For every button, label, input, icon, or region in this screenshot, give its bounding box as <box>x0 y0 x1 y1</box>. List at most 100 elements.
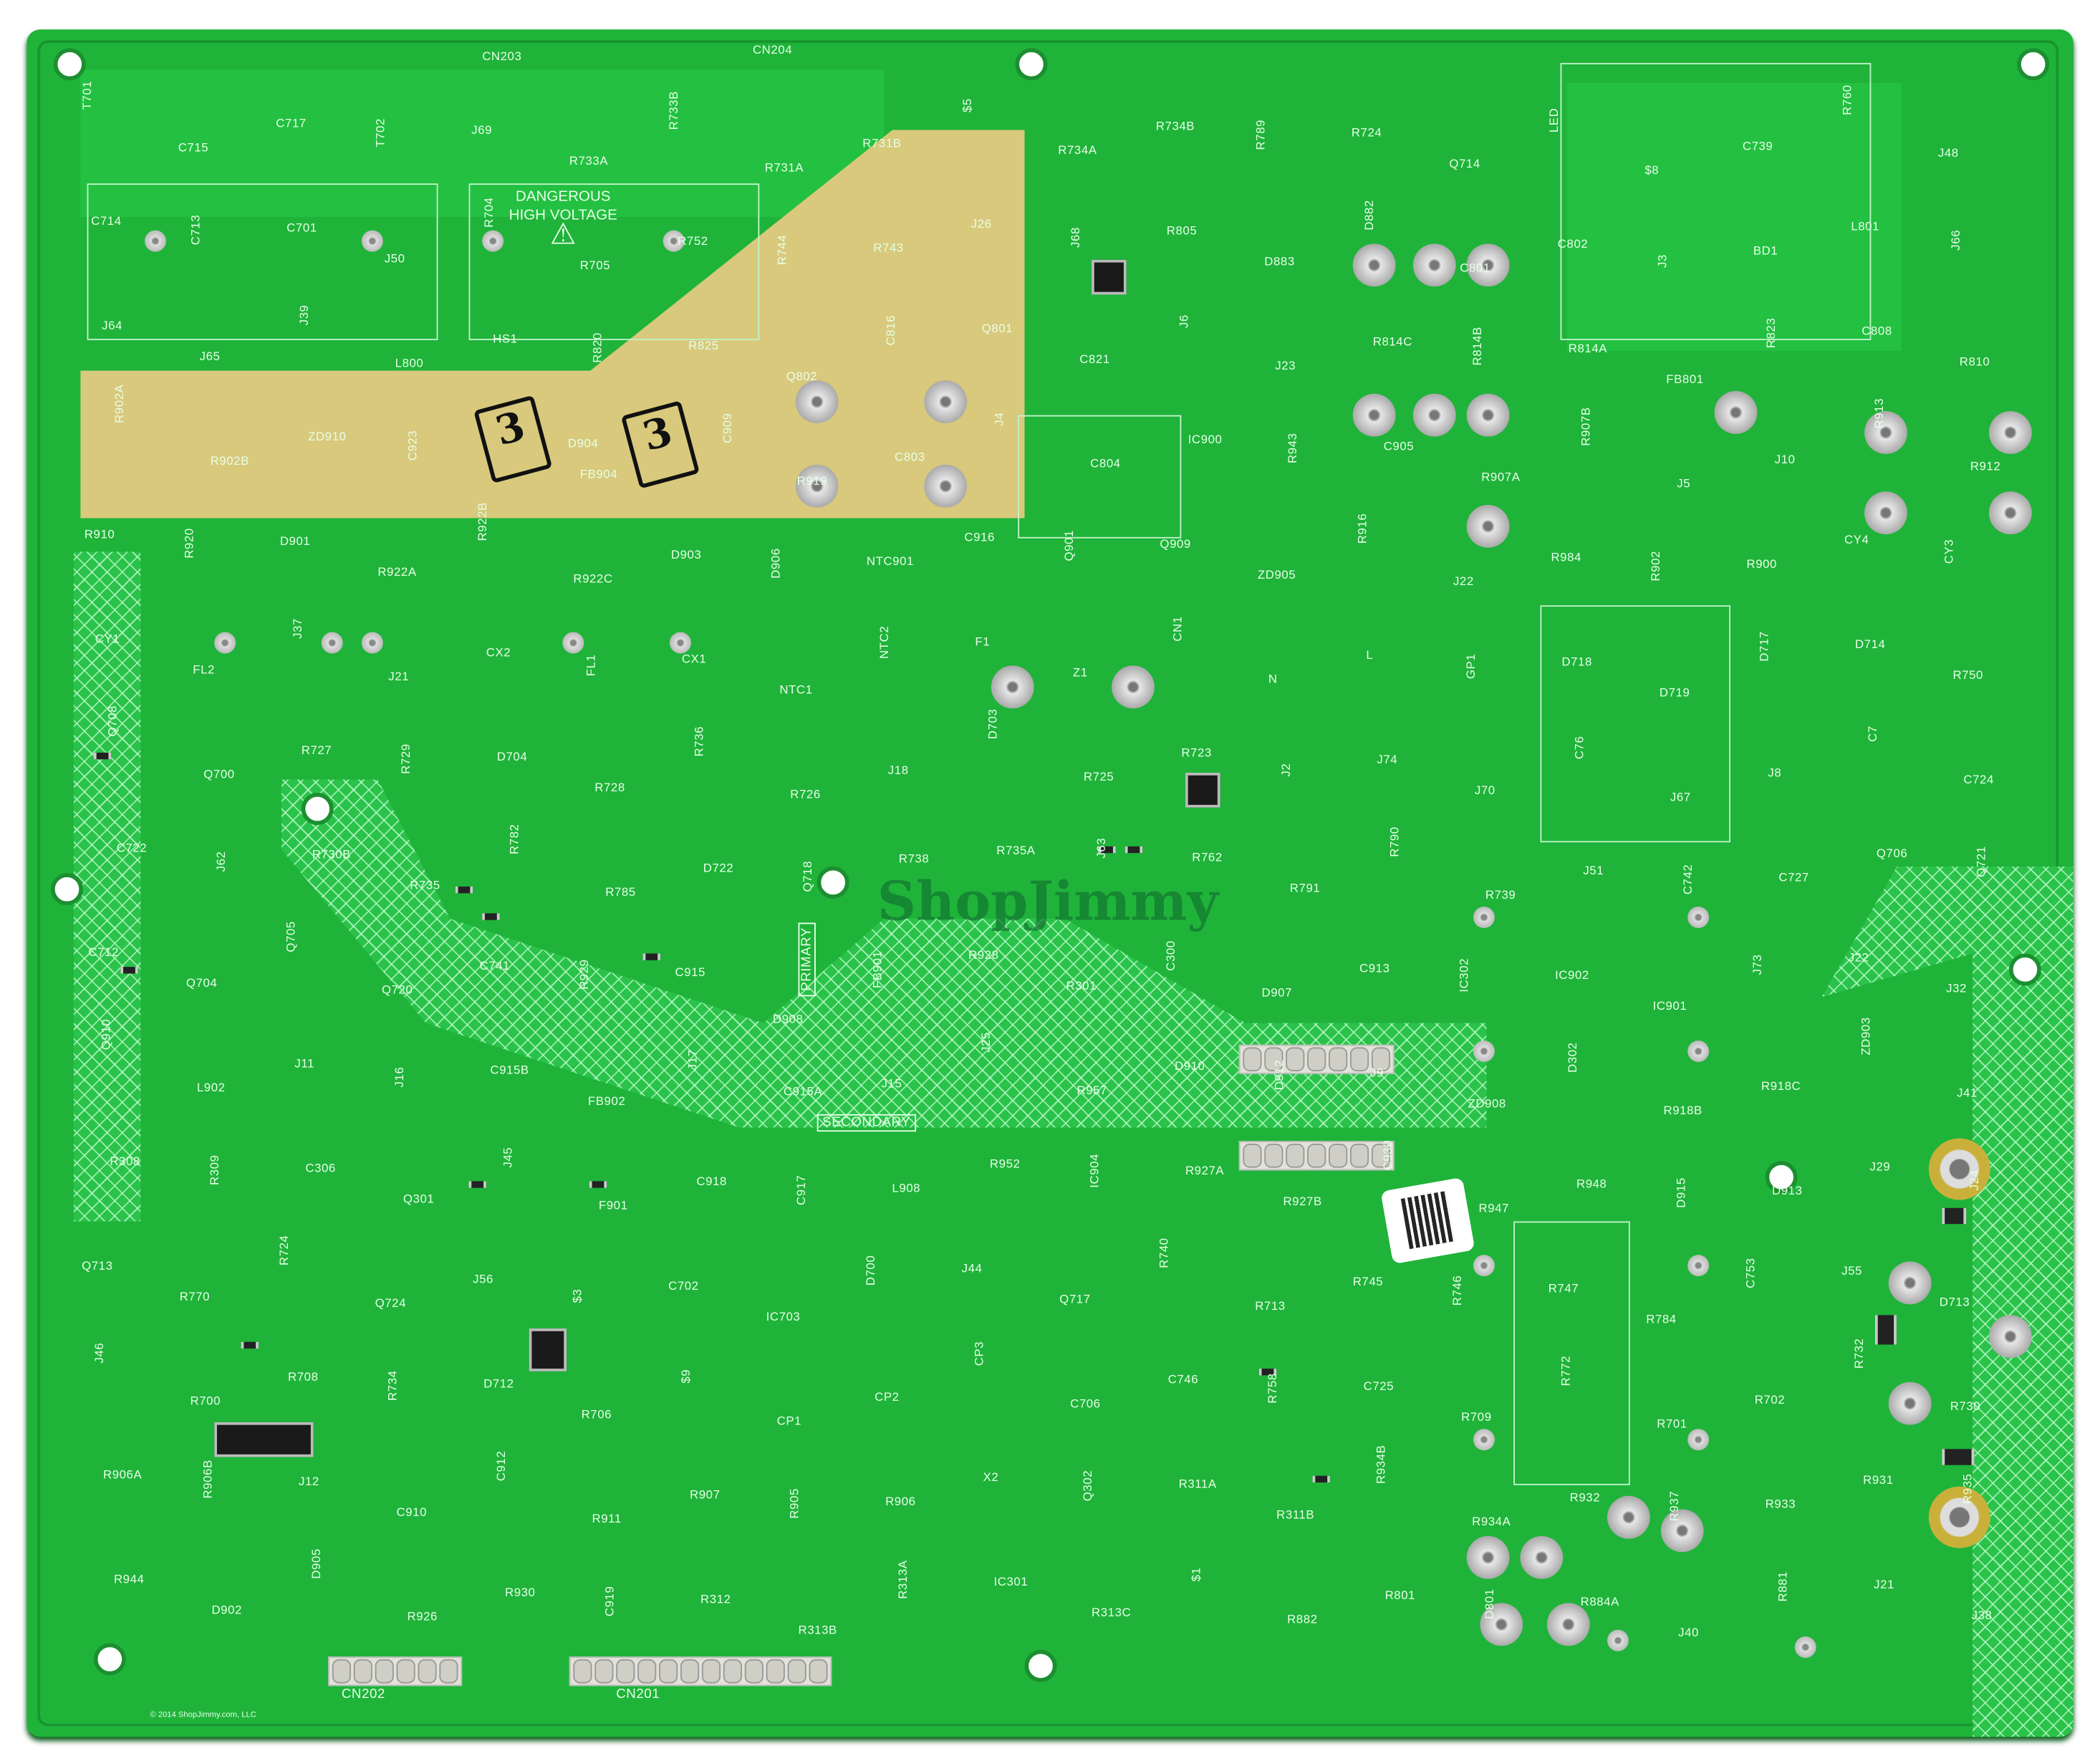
mounting-hole <box>817 866 849 899</box>
through-hole-pad <box>1988 491 2032 535</box>
component-label: R902A <box>112 384 126 423</box>
component-label: C923 <box>405 430 420 461</box>
component-label: R947 <box>1478 1201 1509 1215</box>
component-label: J70 <box>1474 783 1495 797</box>
component-label: R736 <box>692 726 706 757</box>
component-label: C727 <box>1778 870 1809 884</box>
component-label: FB801 <box>1666 372 1704 386</box>
component-label: R906B <box>201 1460 215 1499</box>
component-label: J63 <box>1094 837 1108 859</box>
pad <box>144 230 166 252</box>
component-outline <box>1018 415 1182 539</box>
primary-label: PRIMARY <box>798 922 816 997</box>
component-label: R902B <box>210 453 249 468</box>
through-hole-pad <box>1888 1381 1932 1425</box>
shopjimmy-watermark: ShopJimmy <box>877 870 1219 934</box>
component-label: FL2 <box>193 662 215 677</box>
component-label: C803 <box>895 450 925 464</box>
component-label: Q721 <box>1974 846 1988 877</box>
component-label: J46 <box>92 1342 106 1364</box>
component-label: R957 <box>1077 1083 1107 1097</box>
cn202-label: CN202 <box>341 1687 385 1702</box>
component-label: J26 <box>970 216 992 231</box>
component-label: R916 <box>1355 513 1369 544</box>
pad <box>1473 1429 1495 1451</box>
component-label: R912 <box>1970 459 2001 473</box>
through-hole-pad <box>1607 1495 1650 1539</box>
pad <box>214 632 236 654</box>
component-label: Q802 <box>786 370 818 383</box>
pad <box>663 230 685 252</box>
component-label: J64 <box>102 319 122 332</box>
component-label: R734 <box>385 1370 400 1401</box>
ic-chip <box>214 1422 314 1457</box>
component-label: R725 <box>1083 770 1114 783</box>
component-label: J22 <box>1848 950 1869 965</box>
component-label: Q724 <box>375 1296 407 1310</box>
component-label: C915 <box>675 965 705 979</box>
component-label: C76 <box>1572 735 1586 760</box>
component-label: R919 <box>796 473 828 488</box>
connector-cn202 <box>328 1656 463 1687</box>
component-label: R814C <box>1372 334 1412 349</box>
component-label: R933 <box>1765 1497 1796 1511</box>
component-label: R814A <box>1568 341 1608 355</box>
component-label: R922B <box>475 502 489 541</box>
component-label: R713 <box>1255 1298 1286 1313</box>
component-label: R740 <box>1157 1237 1171 1268</box>
component-label: R918C <box>1761 1079 1801 1093</box>
component-label: J32 <box>1946 981 1967 995</box>
component-label: R913 <box>1872 397 1886 429</box>
component-label: R906A <box>102 1467 143 1482</box>
circuit-board: CN202 CN201 CN203 CN204 DANGEROUS HIGH V… <box>27 29 2073 1737</box>
component-label: L902 <box>196 1081 226 1094</box>
component-label: R785 <box>605 885 636 899</box>
component-label: C919 <box>602 1586 617 1617</box>
component-label: J25 <box>978 1031 993 1053</box>
pad <box>1607 1629 1629 1651</box>
component-label: J73 <box>1750 954 1764 975</box>
component-label: R784 <box>1646 1312 1677 1326</box>
component-label: C802 <box>1557 236 1589 251</box>
through-hole-pad <box>1520 1535 1564 1579</box>
component-label: Q714 <box>1449 156 1480 170</box>
component-label: R937 <box>1667 1490 1681 1522</box>
component-label: CY4 <box>1844 533 1869 546</box>
component-label: R724 <box>1351 125 1382 140</box>
component-label: R701 <box>1657 1417 1687 1431</box>
component-label: J2 <box>1278 763 1293 777</box>
component-label: J68 <box>1069 227 1082 248</box>
through-hole-pad <box>1352 243 1396 287</box>
smd-part <box>120 967 138 974</box>
pad <box>1473 1255 1495 1277</box>
component-label: J69 <box>471 123 493 137</box>
component-label: D882 <box>1362 200 1376 231</box>
component-label: CP3 <box>972 1341 986 1366</box>
component-label: $5 <box>960 98 974 113</box>
component-label: R907 <box>690 1487 721 1502</box>
component-label: C816 <box>884 314 897 346</box>
component-label: C714 <box>91 214 122 228</box>
component-label: R791 <box>1289 881 1321 895</box>
component-label: $1 <box>1189 1567 1203 1582</box>
component-label: D883 <box>1264 254 1295 268</box>
warning-line-2: HIGH VOLTAGE <box>509 207 617 224</box>
component-label: R943 <box>1286 433 1299 464</box>
through-hole-pad <box>1480 1603 1523 1646</box>
component-label: R934B <box>1374 1444 1388 1484</box>
component-label: R708 <box>288 1370 319 1384</box>
through-hole-pad <box>1466 243 1510 287</box>
component-label: CP2 <box>875 1390 900 1404</box>
transistor <box>529 1328 567 1371</box>
mounting-hole <box>2009 953 2041 986</box>
component-label: C746 <box>1167 1372 1199 1386</box>
smd-part <box>589 1181 607 1188</box>
through-hole-pad <box>1864 491 1907 535</box>
component-label: C910 <box>396 1505 428 1519</box>
component-label: FB901 <box>870 950 885 989</box>
component-label: F901 <box>598 1198 628 1212</box>
through-hole-pad <box>1466 504 1510 548</box>
component-label: Q301 <box>403 1192 435 1205</box>
component-label: R814B <box>1470 327 1484 366</box>
component-label: J51 <box>1583 864 1604 877</box>
